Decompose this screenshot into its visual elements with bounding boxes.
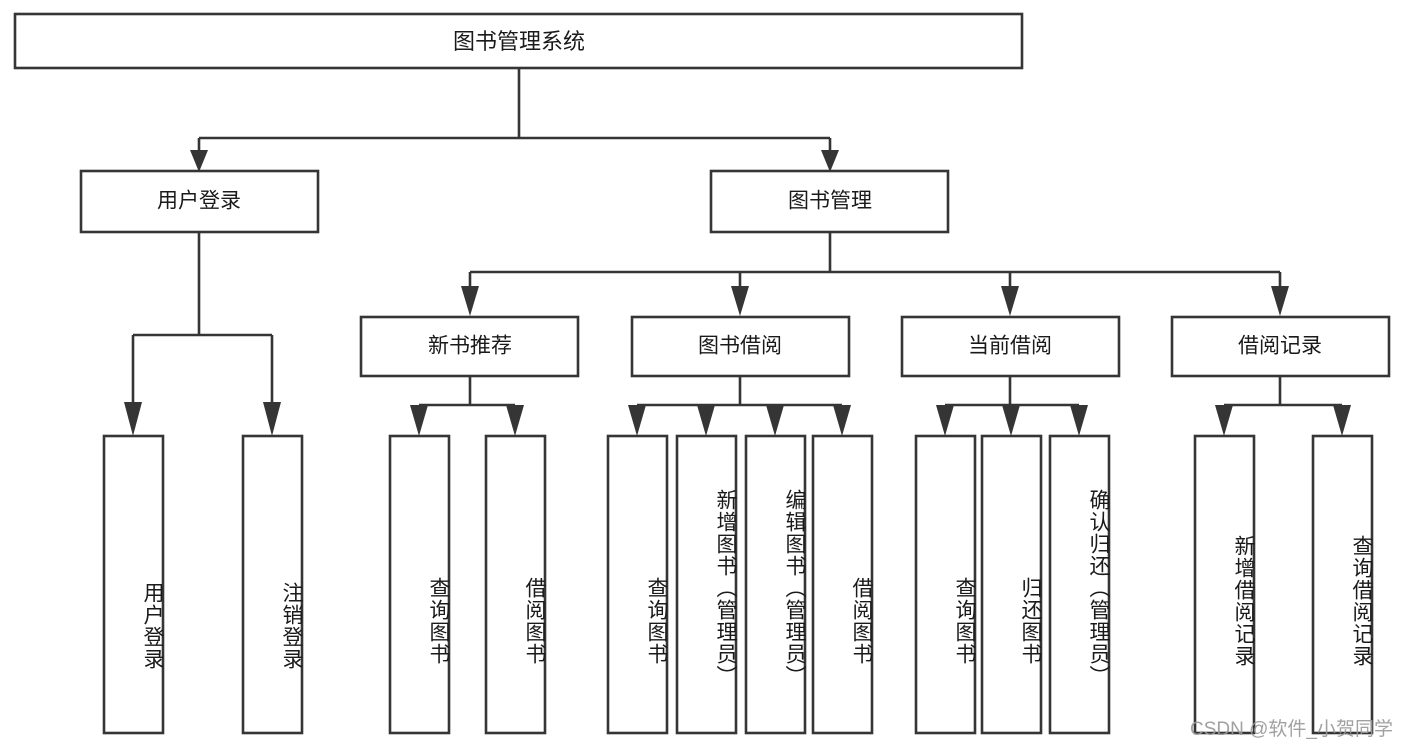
node-book-borrow-box[interactable] [630,315,851,378]
node-book-manage-box[interactable] [709,169,950,234]
arrow-head-leaf-confirm-return [1070,405,1088,436]
node-book-manage[interactable]: 图书管理 [709,169,950,234]
arrow-head-borrow-record [1271,286,1289,316]
node-leaf-confirm-return-box[interactable] [1048,434,1111,735]
arrow-head-new-book-recommend [461,286,479,316]
arrow-head-leaf-borrow-book-2 [833,405,851,436]
connector-group-book-manage [461,232,1289,316]
node-leaf-logout-box[interactable] [241,434,304,735]
connector-group-new-book-recommend [410,376,524,436]
arrow-head-leaf-borrow-book-1 [506,405,524,436]
node-borrow-record-box[interactable] [1170,315,1391,378]
node-leaf-edit-book-box[interactable] [744,434,807,735]
arrow-head-book-manage [821,150,839,172]
node-leaf-query-record-box[interactable] [1311,434,1374,735]
node-book-borrow[interactable]: 图书借阅 [630,315,851,378]
node-current-borrow[interactable]: 当前借阅 [900,315,1121,378]
node-user-login-box[interactable] [79,169,320,234]
node-book-borrow-label: 图书借阅 [698,335,782,358]
node-current-borrow-label: 当前借阅 [968,335,1052,358]
node-leaf-borrow-book-2-box[interactable] [811,434,874,735]
arrow-head-current-borrow [1001,286,1019,316]
arrow-head-leaf-user-login [124,402,142,436]
node-leaf-query-book-1-box[interactable] [388,434,451,735]
arrow-head-leaf-return-book [1002,405,1020,436]
connector-group-user-login [124,232,281,436]
node-borrow-record[interactable]: 借阅记录 [1170,315,1391,378]
node-user-login-label: 用户登录 [157,190,241,213]
arrow-head-leaf-query-record [1333,405,1351,436]
arrow-head-leaf-add-book [697,405,715,436]
node-root[interactable]: 图书管理系统 [13,12,1024,70]
node-root-box[interactable] [13,12,1024,70]
connector-group-borrow-record [1215,376,1351,436]
node-root-label: 图书管理系统 [453,29,585,54]
node-leaf-query-book-3-box[interactable] [914,434,977,735]
node-leaf-add-book-box[interactable] [675,434,738,735]
node-leaf-user-login-box[interactable] [102,434,165,735]
node-new-book-recommend-label: 新书推荐 [428,335,512,358]
arrow-head-user-login [190,150,208,172]
node-book-manage-label: 图书管理 [788,190,872,213]
node-leaf-return-book-box[interactable] [980,434,1043,735]
connector-group-root [190,68,839,172]
arrow-head-leaf-query-book-1 [410,405,428,436]
connector-group-current-borrow [936,376,1088,436]
arrow-head-leaf-logout [263,402,281,436]
node-borrow-record-label: 借阅记录 [1238,335,1322,358]
csdn-watermark: CSDN @软件_小贺同学 [1190,719,1393,740]
node-user-login[interactable]: 用户登录 [79,169,320,234]
connector-group-book-borrow [628,376,851,436]
node-new-book-recommend-box[interactable] [359,315,580,378]
arrow-head-leaf-edit-book [766,405,784,436]
leaf-boxes [102,434,1374,735]
arrow-head-leaf-query-book-2 [628,405,646,436]
node-leaf-add-record-box[interactable] [1193,434,1256,735]
node-leaf-query-book-2-box[interactable] [606,434,669,735]
node-new-book-recommend[interactable]: 新书推荐 [359,315,580,378]
arrow-head-leaf-query-book-3 [936,405,954,436]
arrow-head-leaf-add-record [1215,405,1233,436]
node-leaf-borrow-book-1-box[interactable] [484,434,547,735]
arrow-head-book-borrow [731,286,749,316]
node-current-borrow-box[interactable] [900,315,1121,378]
